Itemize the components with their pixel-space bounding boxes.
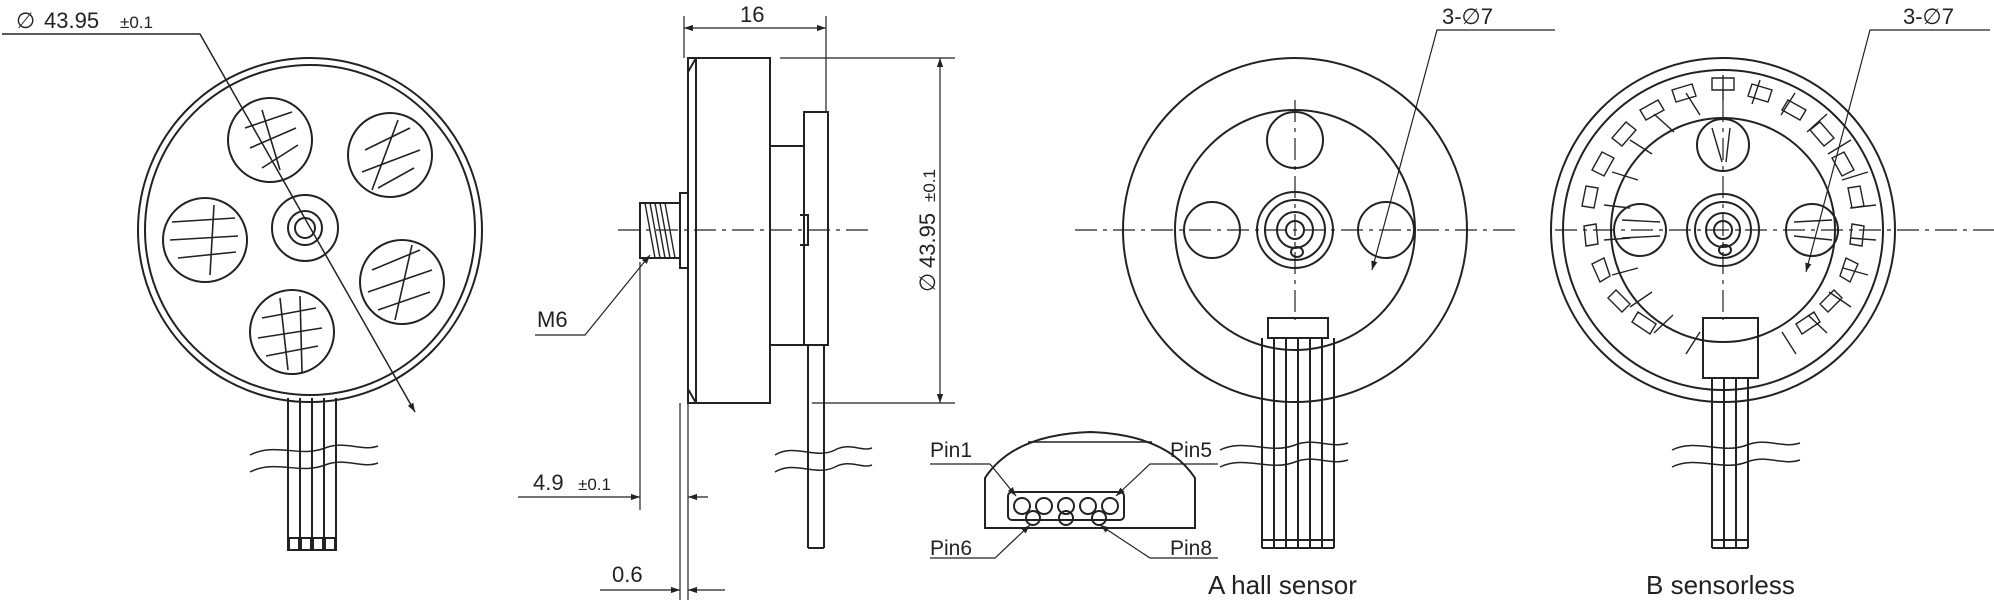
view-a-hole-top	[1266, 111, 1324, 169]
pin5-leader	[1115, 463, 1218, 497]
view-a-hole-right	[1357, 201, 1415, 259]
connector-pin-6	[1025, 510, 1041, 526]
width-dimension: 16	[740, 2, 764, 27]
view-b-hole-label: 3-∅7	[1903, 4, 1954, 29]
front-hub-inner	[294, 217, 316, 239]
front-window-4	[359, 239, 445, 325]
view-a-hall-sensor	[1075, 29, 1555, 549]
view-a-hole-left	[1183, 201, 1241, 259]
front-diameter-symbol: ∅	[16, 8, 35, 33]
side-pcb	[803, 111, 829, 346]
view-b-hub-inner	[1713, 220, 1733, 240]
side-body-step	[687, 57, 697, 404]
pin5-label: Pin5	[1170, 439, 1212, 462]
connector-pin-5	[1101, 497, 1119, 515]
front-view	[2, 33, 483, 551]
connector-pin-4	[1079, 497, 1097, 515]
shaft-offset-value: 4.9	[533, 470, 564, 495]
side-view	[518, 16, 955, 600]
front-diameter-tolerance: ±0.1	[120, 13, 153, 32]
pin6-label: Pin6	[930, 537, 972, 560]
view-a-cable-wires	[1261, 338, 1335, 548]
connector-housing	[1007, 491, 1125, 521]
connector-pin-8	[1091, 510, 1107, 526]
pin8-leader	[1099, 524, 1218, 559]
side-body-outline	[687, 57, 771, 404]
view-a-break-lines	[1219, 441, 1349, 468]
connector-pin-2	[1035, 497, 1053, 515]
side-diameter-tolerance: ±0.1	[920, 169, 939, 202]
view-b-break-lines	[1671, 441, 1801, 468]
pin1-leader	[930, 463, 1017, 497]
view-b-hub-ring	[1694, 201, 1752, 259]
side-diameter-value: 43.95	[915, 213, 940, 268]
view-b-hub-mid	[1705, 212, 1741, 248]
front-window-5	[249, 289, 335, 375]
view-a-hub-ring	[1264, 199, 1326, 261]
view-a-hole-leader	[1371, 29, 1555, 271]
front-diameter-leader	[2, 33, 416, 413]
view-b-caption: B sensorless	[1646, 570, 1795, 600]
front-lead-wires	[287, 398, 337, 551]
front-break-lines	[249, 444, 379, 473]
view-b-cable-ends	[1712, 539, 1748, 549]
pin8-label: Pin8	[1170, 537, 1212, 560]
front-window-2	[347, 112, 433, 198]
thread-label: M6	[537, 307, 568, 332]
front-window-1	[227, 97, 313, 183]
side-break-lines	[774, 446, 873, 473]
front-inner-rim	[144, 64, 476, 396]
shaft-offset-tolerance: ±0.1	[578, 475, 611, 494]
view-a-hole-label: 3-∅7	[1442, 4, 1493, 29]
view-a-hub-inner	[1285, 220, 1305, 240]
flange-thickness: 0.6	[612, 562, 643, 587]
side-lead-wire	[807, 345, 825, 549]
side-back-plate	[770, 145, 809, 346]
connector-pin-1	[1013, 497, 1031, 515]
connector-pin-3	[1057, 497, 1075, 515]
view-b-hole-right	[1785, 203, 1839, 257]
front-hub-mid	[287, 210, 323, 246]
view-b-hole-top	[1696, 118, 1750, 172]
view-b-cable-sleeve	[1702, 317, 1759, 379]
thread-leader	[535, 254, 651, 336]
pin6-leader	[930, 524, 1031, 559]
view-a-cable-ends	[1262, 539, 1334, 549]
view-b-hole-left	[1613, 203, 1667, 257]
view-b-hole-leader	[1805, 29, 1990, 273]
connector-pin-7	[1058, 510, 1074, 526]
view-b-cable-wires	[1711, 378, 1749, 548]
view-a-caption: A hall sensor	[1208, 570, 1357, 600]
front-window-3	[162, 197, 248, 283]
connector-detail	[930, 430, 1218, 559]
view-b-hub-outer	[1686, 193, 1760, 267]
view-a-cable-sleeve	[1267, 317, 1329, 339]
view-b-sensorless	[1550, 29, 1994, 549]
side-diameter-symbol: ∅	[915, 273, 940, 292]
view-b-shaft-key	[1718, 244, 1732, 256]
front-outer-rim	[137, 57, 483, 403]
connector-outline	[984, 430, 1196, 529]
front-hub-outer	[271, 194, 339, 262]
view-a-shaft-key	[1290, 246, 1304, 258]
front-diameter-value: 43.95	[44, 8, 99, 33]
pin1-label: Pin1	[930, 439, 972, 462]
view-a-hub-outer	[1256, 191, 1334, 269]
side-diameter-label: ∅ 43.95 ±0.1	[915, 169, 940, 292]
